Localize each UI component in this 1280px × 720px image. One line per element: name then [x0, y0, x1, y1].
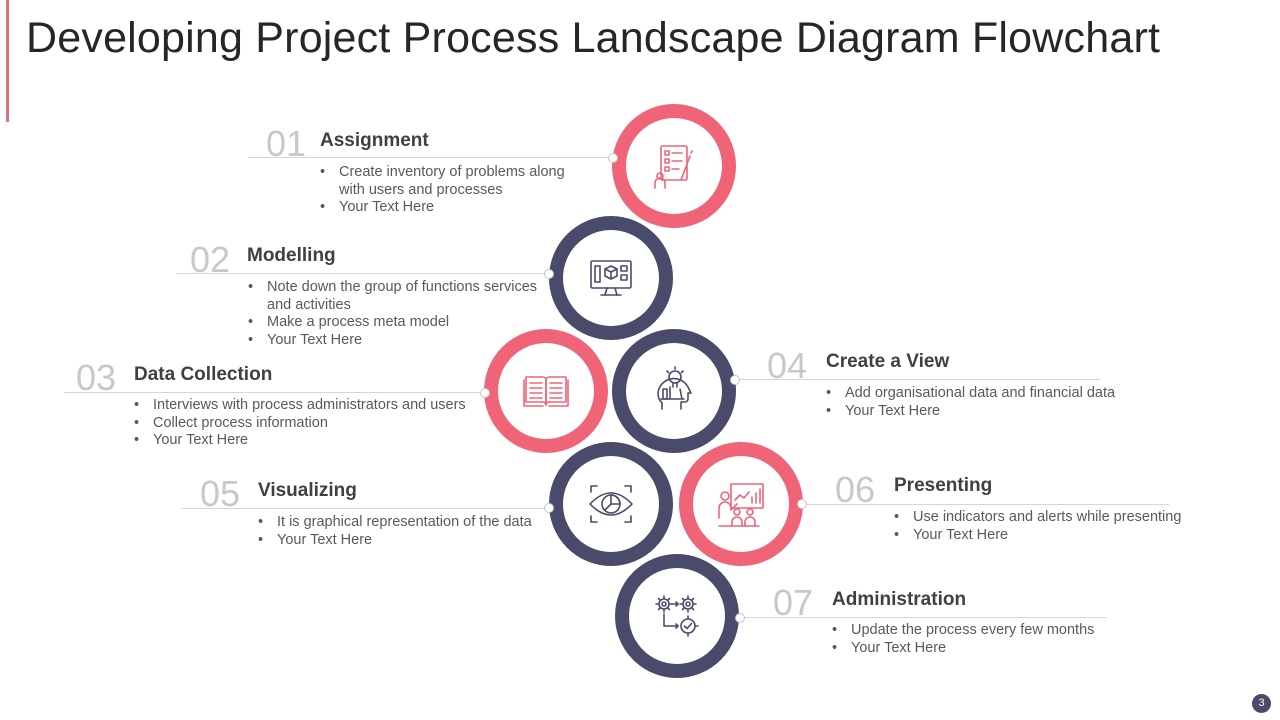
- bullet-item: Create inventory of problems along with …: [320, 164, 570, 199]
- bullet-item: Your Text Here: [248, 332, 548, 350]
- step-4-dot: [730, 375, 740, 385]
- step-1-connector: [248, 157, 613, 158]
- bullet-item: Collect process information: [134, 415, 479, 433]
- eye-chart-icon: [585, 478, 637, 530]
- step-heading: Administration: [832, 589, 967, 610]
- step-bullets: Use indicators and alerts while presenti…: [894, 509, 1204, 544]
- step-7-dot: [735, 613, 745, 623]
- bullet-item: Update the process every few months: [832, 622, 1132, 640]
- bullet-item: Add organisational data and financial da…: [826, 385, 1136, 403]
- step-bullets: Add organisational data and financial da…: [826, 385, 1136, 420]
- step-1-dot: [608, 153, 618, 163]
- step-heading: Data Collection: [134, 364, 273, 385]
- step-4-ring: [612, 329, 736, 453]
- title-accent-bar: [6, 0, 9, 122]
- open-book-icon: [520, 365, 572, 417]
- step-bullets: Create inventory of problems along with …: [320, 164, 570, 217]
- step-5-ring: [549, 442, 673, 566]
- step-bullets: Note down the group of functions service…: [248, 279, 548, 349]
- step-number: 05: [200, 473, 241, 514]
- bullet-item: Make a process meta model: [248, 314, 548, 332]
- step-5-connector: [181, 508, 550, 509]
- step-2-ring: [549, 216, 673, 340]
- step-6-ring: [679, 442, 803, 566]
- step-7-connector: [740, 617, 1107, 618]
- step-number: 04: [767, 345, 808, 386]
- step-heading: Create a View: [826, 351, 950, 372]
- bullet-item: Interviews with process administrators a…: [134, 397, 479, 415]
- bullet-item: Your Text Here: [826, 403, 1136, 421]
- step-heading: Presenting: [894, 475, 993, 496]
- presentation-icon: [715, 478, 767, 530]
- bullet-item: Your Text Here: [258, 532, 548, 550]
- head-lightbulb-icon: [648, 365, 700, 417]
- bullet-item: Your Text Here: [134, 432, 479, 450]
- step-2-dot: [544, 269, 554, 279]
- page-title: Developing Project Process Landscape Dia…: [26, 14, 1161, 62]
- step-3-dot: [480, 388, 490, 398]
- bullet-item: Note down the group of functions service…: [248, 279, 548, 314]
- step-number: 03: [76, 357, 117, 398]
- step-3-connector: [64, 392, 485, 393]
- step-heading: Modelling: [247, 245, 336, 266]
- step-5-dot: [544, 503, 554, 513]
- step-6-connector: [803, 504, 1169, 505]
- bullet-item: Your Text Here: [894, 527, 1204, 545]
- checklist-icon: [648, 140, 700, 192]
- step-bullets: Update the process every few months Your…: [832, 622, 1132, 657]
- step-heading: Assignment: [320, 130, 429, 151]
- step-6-dot: [797, 499, 807, 509]
- monitor-model-icon: [585, 252, 637, 304]
- step-7-ring: [615, 554, 739, 678]
- step-heading: Visualizing: [258, 480, 357, 501]
- page-number-badge: 3: [1252, 694, 1271, 713]
- step-2-connector: [176, 273, 550, 274]
- step-number: 01: [266, 123, 307, 164]
- step-bullets: It is graphical representation of the da…: [258, 514, 548, 549]
- bullet-item: Your Text Here: [832, 640, 1132, 658]
- step-4-connector: [735, 379, 1100, 380]
- step-1-ring: [612, 104, 736, 228]
- gears-workflow-icon: [651, 590, 703, 642]
- bullet-item: Your Text Here: [320, 199, 570, 217]
- step-number: 07: [773, 582, 814, 623]
- step-number: 06: [835, 469, 876, 510]
- step-number: 02: [190, 239, 231, 280]
- bullet-item: It is graphical representation of the da…: [258, 514, 548, 532]
- step-bullets: Interviews with process administrators a…: [134, 397, 479, 450]
- bullet-item: Use indicators and alerts while presenti…: [894, 509, 1204, 527]
